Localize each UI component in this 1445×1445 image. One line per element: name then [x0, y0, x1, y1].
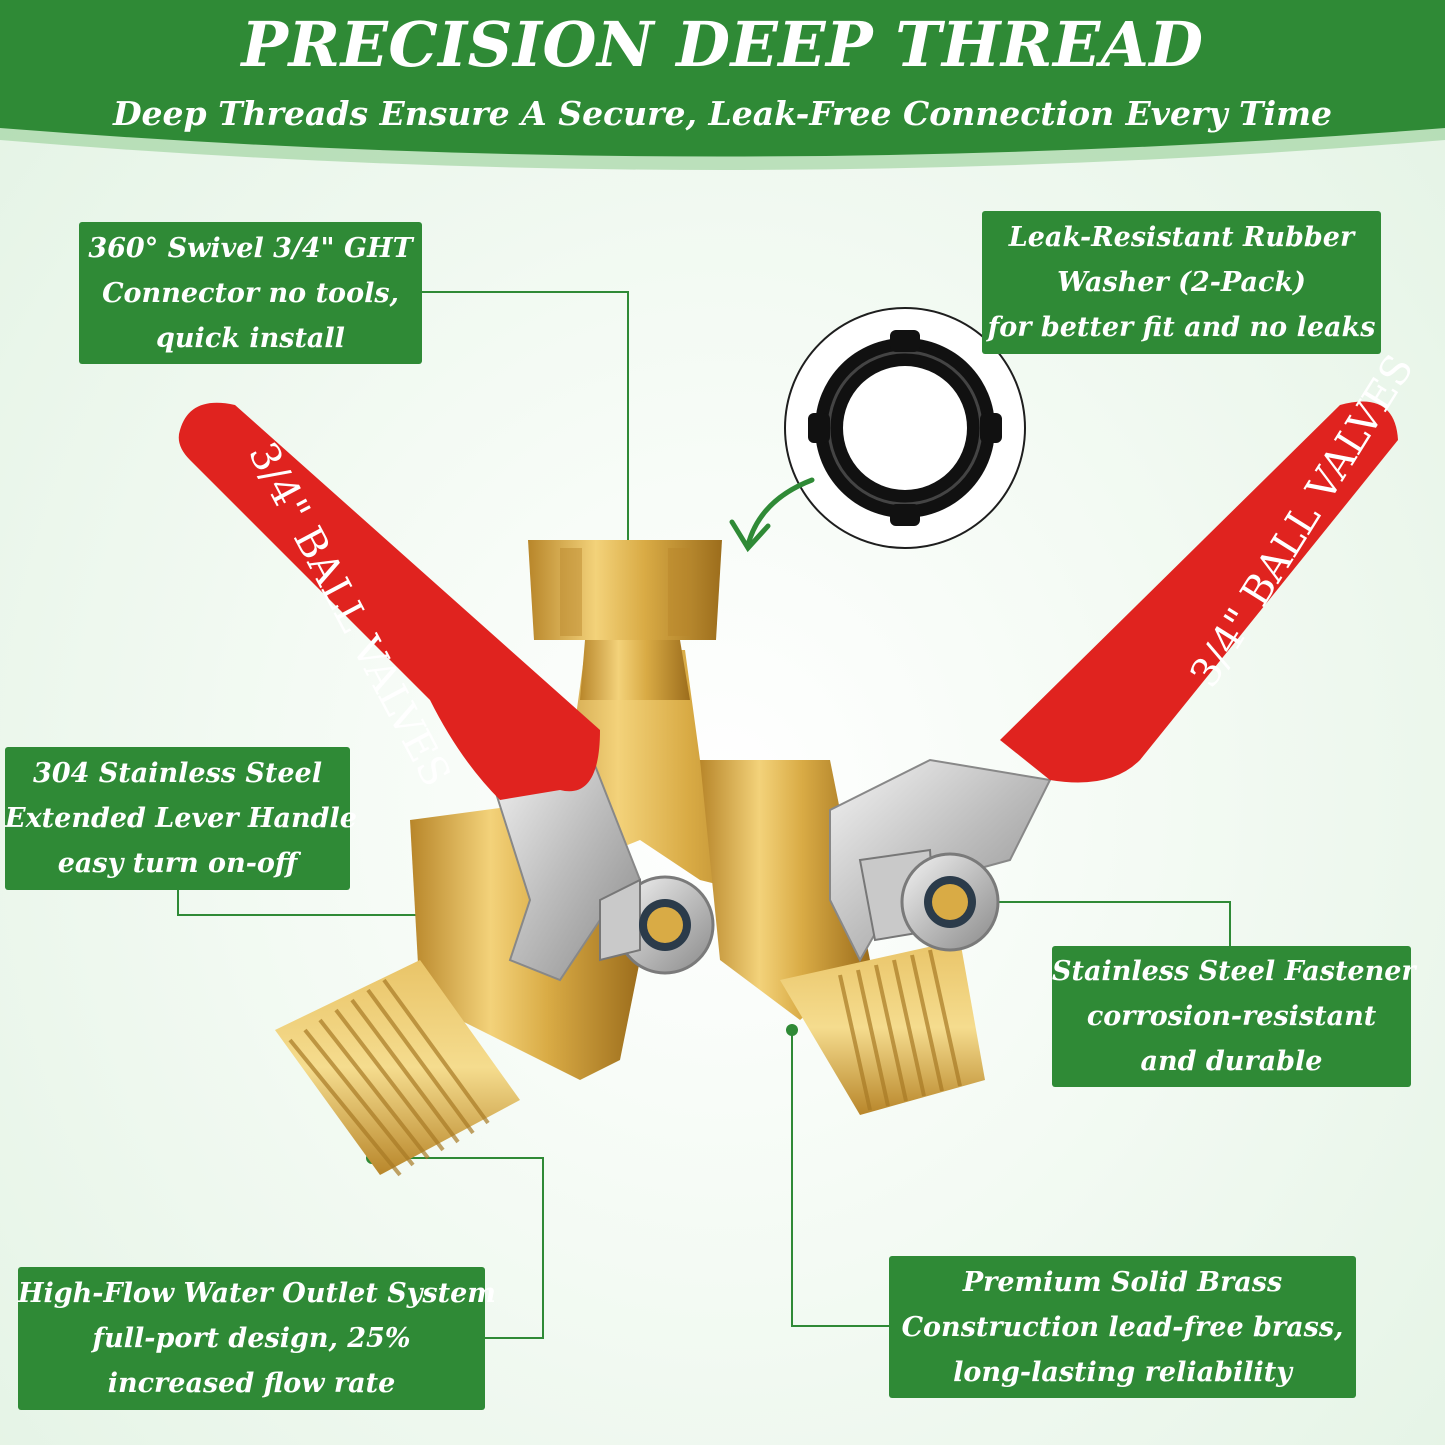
callout-swivel-line-3: quick install — [156, 322, 345, 354]
right-steel-lever — [829, 758, 1052, 963]
right-handle-label: 3/4" BALL VALVES — [1181, 347, 1422, 695]
callout-brass-line-3: long-lasting reliability — [953, 1356, 1292, 1388]
callout-steel-fastener: Stainless Steel Fastener corrosion-resis… — [1052, 946, 1416, 1087]
right-red-handle: 3/4" BALL VALVES — [1000, 347, 1423, 783]
callout-handle-line-1: 304 Stainless Steel — [33, 758, 322, 789]
callout-swivel-line-2: Connector no tools, — [102, 277, 399, 309]
callout-high-flow: High-Flow Water Outlet System full-port … — [18, 1267, 496, 1410]
washer-inset — [784, 307, 1026, 549]
callout-handle-line-3: easy turn on-off — [57, 848, 298, 879]
header-wave-shape — [0, 0, 1445, 170]
right-valve-body — [700, 760, 985, 1115]
callout-swivel-line-1: 360° Swivel 3/4" GHT — [88, 232, 413, 264]
callout-rubber-washer: Leak-Resistant Rubber Washer (2-Pack) fo… — [982, 211, 1381, 354]
callout-fastener-line-3: and durable — [1140, 1046, 1323, 1077]
page-title: PRECISION DEEP THREAD — [241, 8, 1204, 81]
callout-lever-handle: 304 Stainless Steel Extended Lever Handl… — [5, 747, 357, 890]
page-subtitle: Deep Threads Ensure A Secure, Leak-Free … — [112, 94, 1333, 133]
callout-solid-brass: Premium Solid Brass Construction lead-fr… — [889, 1256, 1356, 1398]
callout-washer-line-3: for better fit and no leaks — [987, 312, 1376, 343]
callout-swivel-connector: 360° Swivel 3/4" GHT Connector no tools,… — [79, 222, 422, 364]
callout-leader-lines — [177, 291, 1231, 1339]
callout-flow-line-2: full-port design, 25% — [92, 1323, 411, 1354]
callout-fastener-line-1: Stainless Steel Fastener — [1052, 956, 1416, 987]
callout-handle-line-2: Extended Lever Handle — [5, 803, 357, 834]
left-steel-lever — [493, 738, 715, 982]
header-banner: PRECISION DEEP THREAD Deep Threads Ensur… — [0, 0, 1445, 200]
callout-brass-line-1: Premium Solid Brass — [962, 1266, 1283, 1298]
callout-fastener-line-2: corrosion-resistant — [1086, 1001, 1377, 1032]
callout-washer-line-1: Leak-Resistant Rubber — [1008, 222, 1355, 253]
callout-washer-line-2: Washer (2-Pack) — [1057, 267, 1306, 298]
callout-flow-line-1: High-Flow Water Outlet System — [18, 1278, 496, 1309]
callout-flow-line-3: increased flow rate — [107, 1368, 396, 1399]
callout-brass-line-2: Construction lead-free brass, — [901, 1311, 1344, 1343]
swivel-nut — [528, 540, 722, 700]
washer-arrow — [729, 477, 815, 553]
